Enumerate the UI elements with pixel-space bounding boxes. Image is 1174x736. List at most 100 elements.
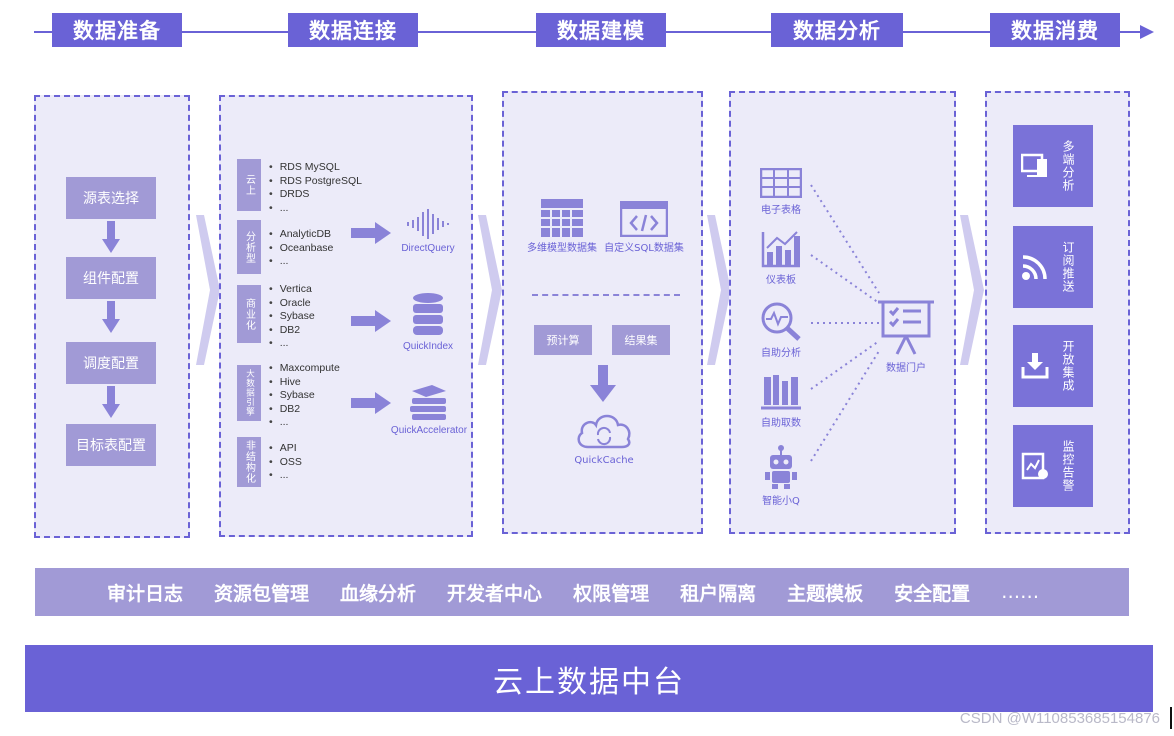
consume-monitor-alert: 监控告警 (1013, 425, 1093, 507)
consume-label: 开放集成 (1061, 340, 1075, 392)
list-item: DRDS (269, 188, 362, 202)
list-bigdata: Maxcompute Hive Sybase DB2 ... (269, 362, 340, 430)
engine-quickaccelerator: QuickAccelerator (379, 385, 479, 436)
list-item: Hive (269, 376, 340, 390)
chevron-right-icon (196, 215, 220, 365)
stage-data-consume: 数据消费 (990, 13, 1120, 47)
list-item: ... (269, 202, 362, 216)
engine-label: QuickAccelerator (390, 425, 468, 436)
list-item: DB2 (269, 324, 315, 338)
feature-audit-log: 审计日志 (107, 582, 184, 605)
arrow-down-icon (102, 301, 120, 333)
arrow-down-icon (590, 365, 616, 402)
arrow-right-icon (351, 392, 391, 414)
magnifier-pulse-icon (761, 302, 801, 341)
prep-step-target: 目标表配置 (66, 424, 156, 466)
analysis-spreadsheet: 电子表格 (753, 168, 809, 216)
precompute-box: 预计算 (534, 325, 592, 355)
books-shelf-icon (761, 375, 801, 410)
analysis-label: 自助分析 (761, 348, 801, 359)
analysis-label: 电子表格 (761, 205, 801, 216)
consume-multi-end: 多端分析 (1013, 125, 1093, 207)
presentation-board-icon (878, 300, 934, 355)
analysis-label: 智能小Q (762, 496, 800, 507)
list-unstructured: API OSS ... (269, 442, 302, 483)
list-item: ... (269, 416, 340, 430)
list-item: OSS (269, 456, 302, 470)
robot-icon (765, 445, 797, 489)
panel-data-analysis: 电子表格 仪表板 自助分析 自助取数 智能小Q (729, 91, 956, 534)
dotted-connectors (810, 184, 880, 462)
list-item: ... (269, 337, 315, 351)
list-analytic: AnalyticDB Oceanbase ... (269, 228, 334, 269)
list-item: AnalyticDB (269, 228, 333, 242)
bar-chart-icon (761, 231, 800, 268)
database-icon (413, 293, 443, 335)
panel-data-consume: 多端分析 订阅推送 开放集成 监控告警 (985, 91, 1130, 534)
feature-security: 安全配置 (894, 582, 971, 605)
chevron-right-icon (478, 215, 502, 365)
spreadsheet-icon (760, 168, 802, 198)
category-unstructured: 非结构化 (237, 437, 261, 487)
list-item: Maxcompute (269, 362, 340, 376)
analysis-smart-q: 智能小Q (753, 445, 809, 507)
grid-table-icon (541, 199, 583, 237)
panel-data-model: 多维模型数据集 自定义SQL数据集 预计算 结果集 QuickCache (502, 91, 703, 534)
feature-permission: 权限管理 (573, 582, 650, 605)
multi-device-icon (1021, 153, 1047, 177)
analysis-self-service: 自助分析 (753, 301, 809, 359)
engine-label: QuickIndex (402, 341, 454, 352)
list-item: RDS MySQL (269, 161, 362, 175)
feature-resource-pack: 资源包管理 (214, 582, 310, 605)
category-commercial: 商业化 (237, 285, 261, 343)
chevron-right-icon (707, 215, 731, 365)
stage-data-prep: 数据准备 (52, 13, 182, 47)
result-set-box: 结果集 (612, 325, 670, 355)
feature-theme-template: 主题模板 (787, 582, 864, 605)
consume-open-integration: 开放集成 (1013, 325, 1093, 407)
flow-arrowhead-icon (1140, 25, 1154, 39)
feature-tenant-isolation: 租户隔离 (680, 582, 757, 605)
list-cloud: RDS MySQL RDS PostgreSQL DRDS ... (269, 161, 362, 215)
list-item: ... (269, 469, 302, 483)
chevron-right-icon (960, 215, 984, 365)
dataset-label: 自定义SQL数据集 (604, 243, 684, 254)
code-window-icon (620, 201, 668, 237)
category-cloud: 云上 (237, 159, 261, 211)
list-item: RDS PostgreSQL (269, 175, 362, 189)
prep-step-component: 组件配置 (66, 257, 156, 299)
consume-label: 多端分析 (1061, 140, 1075, 192)
arrow-right-icon (351, 222, 391, 244)
prep-step-schedule: 调度配置 (66, 342, 156, 384)
panel-data-connect: 云上 RDS MySQL RDS PostgreSQL DRDS ... 分析型… (219, 95, 473, 537)
books-stack-icon (410, 385, 446, 420)
list-item: Vertica (269, 283, 315, 297)
monitor-alert-icon (1021, 452, 1048, 480)
list-item: ... (269, 255, 333, 269)
stage-data-connect: 数据连接 (288, 13, 418, 47)
analysis-label: 仪表板 (766, 275, 796, 286)
analysis-self-fetch: 自助取数 (753, 373, 809, 429)
download-tray-icon (1021, 353, 1049, 379)
analysis-dashboard: 仪表板 (753, 230, 809, 286)
consume-label: 监控告警 (1061, 440, 1075, 492)
divider (532, 294, 680, 296)
list-item: Oceanbase (269, 242, 334, 256)
waveform-icon (407, 209, 449, 239)
engine-directquery: DirectQuery (383, 209, 473, 254)
analysis-label: 自助取数 (761, 418, 801, 429)
stage-data-model: 数据建模 (536, 13, 666, 47)
arrow-right-icon (351, 310, 391, 332)
engine-quickindex: QuickIndex (383, 293, 473, 352)
cache-label: QuickCache (574, 455, 634, 466)
panel-data-prep: 源表选择 组件配置 调度配置 目标表配置 (34, 95, 190, 538)
list-item: DB2 (269, 403, 340, 417)
data-portal: 数据门户 (873, 298, 939, 374)
list-item: Sybase (269, 310, 315, 324)
stage-data-analysis: 数据分析 (771, 13, 903, 47)
feature-dev-center: 开发者中心 (447, 582, 543, 605)
list-item: API (269, 442, 302, 456)
base-platform-title: 云上数据中台 (25, 645, 1153, 712)
feature-bar: 审计日志 资源包管理 血缘分析 开发者中心 权限管理 租户隔离 主题模板 安全配… (35, 568, 1129, 616)
rss-icon (1022, 255, 1047, 280)
